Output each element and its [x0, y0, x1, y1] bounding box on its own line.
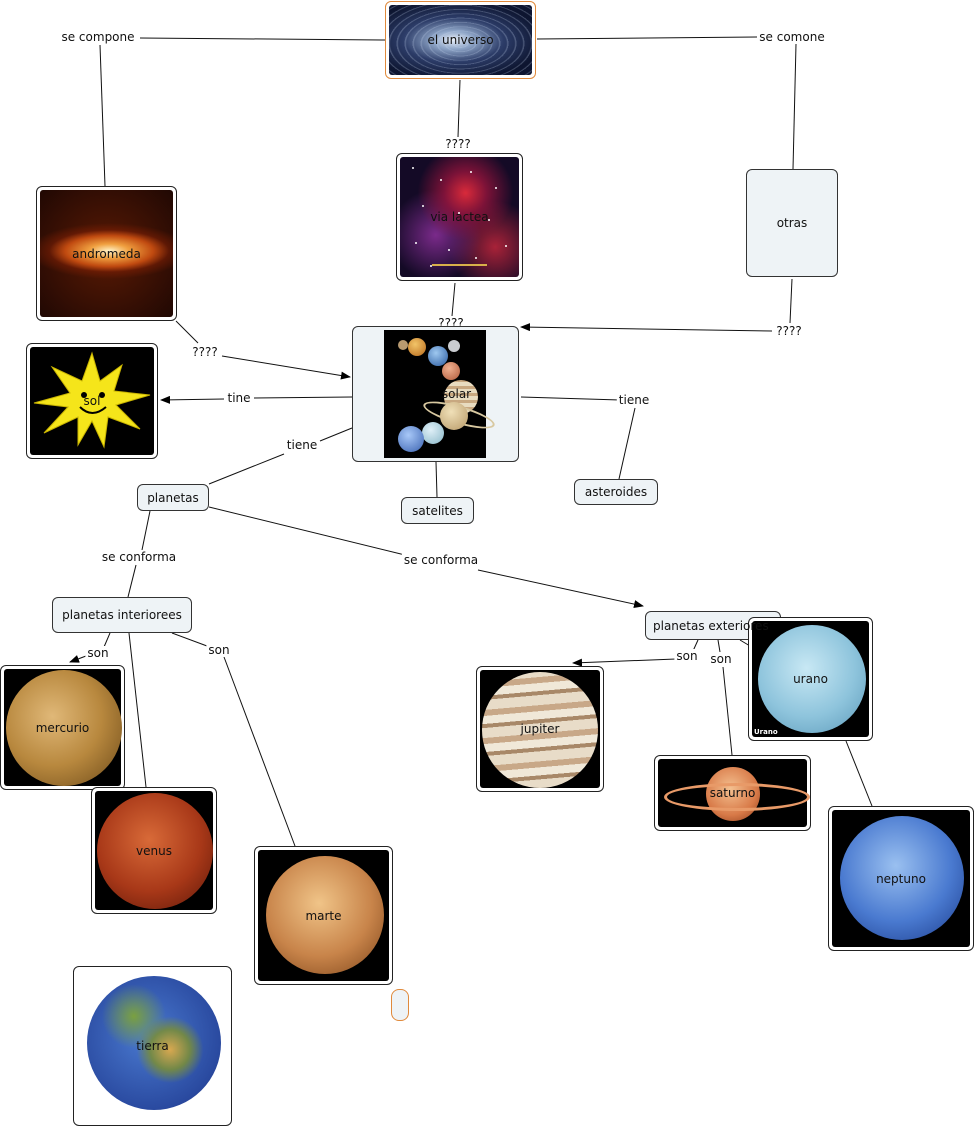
line-interiores-son2 — [172, 633, 207, 646]
line-solar-satelites — [436, 462, 437, 497]
node-label: neptuno — [876, 872, 926, 886]
line-interiores-son — [104, 633, 110, 647]
node-neptuno[interactable]: neptuno — [828, 806, 974, 951]
line-otras-q — [790, 279, 792, 323]
node-label: tierra — [136, 1039, 168, 1053]
node-label: planetas — [147, 491, 199, 505]
node-via-lactea[interactable]: via lactea — [396, 153, 523, 281]
node-label: planetas exteriores — [653, 619, 769, 633]
line-solar-tiene — [320, 428, 352, 441]
node-empty[interactable] — [391, 989, 409, 1021]
link-label-tiene-planetas[interactable]: tiene — [285, 438, 319, 452]
link-label-son-marte[interactable]: son — [206, 643, 231, 657]
link-label-son-saturno[interactable]: son — [708, 652, 733, 666]
node-saturno[interactable]: saturno — [654, 755, 811, 831]
node-planetas-interiores[interactable]: planetas interiorees — [52, 597, 192, 633]
node-label: urano — [793, 672, 828, 686]
line-exteriores-son2 — [718, 640, 720, 652]
line-solar-tine — [254, 397, 352, 398]
link-label-q-otras[interactable]: ???? — [774, 324, 803, 338]
arrow-conf2-exteriores — [478, 570, 643, 606]
arrow-son-mercurio — [70, 656, 86, 662]
node-urano[interactable]: Urano urano — [748, 617, 873, 741]
line-planetas-conf2 — [209, 507, 405, 555]
line-andromeda-q — [176, 321, 198, 343]
node-label: saturno — [710, 786, 756, 800]
node-label: jupiter — [521, 722, 560, 736]
node-otras[interactable]: otras — [746, 169, 838, 277]
node-label: planetas interiorees — [62, 608, 182, 622]
node-label: andromeda — [72, 247, 141, 261]
line-universo-comone — [537, 37, 757, 39]
node-tierra[interactable]: tierra — [73, 966, 232, 1126]
arrow-otras-solar — [521, 327, 772, 331]
line-conf1-interiores — [128, 565, 136, 597]
link-label-se-conforma-int[interactable]: se conforma — [100, 550, 178, 564]
arrow-son-jupiter — [573, 659, 676, 663]
scale-bar — [432, 264, 487, 266]
node-jupiter[interactable]: jupiter — [476, 666, 604, 792]
node-label: solar — [442, 387, 471, 401]
line-son2-marte — [224, 657, 295, 846]
line-son2-saturno — [723, 667, 732, 755]
node-sol[interactable]: sol — [26, 343, 158, 459]
link-label-se-compone[interactable]: se compone — [59, 30, 136, 44]
line-interiores-venus — [129, 633, 146, 787]
node-satelites[interactable]: satelites — [401, 497, 474, 524]
link-label-son-mercurio[interactable]: son — [85, 646, 110, 660]
line-tiene2-asteroides — [619, 408, 635, 479]
link-label-se-comone[interactable]: se comone — [757, 30, 826, 44]
uranus-caption: Urano — [754, 728, 778, 736]
line-universo-compone — [140, 38, 385, 40]
node-mercurio[interactable]: mercurio — [0, 665, 125, 790]
node-asteroides[interactable]: asteroides — [574, 479, 658, 505]
link-label-son-jupiter[interactable]: son — [674, 649, 699, 663]
node-label: marte — [305, 909, 341, 923]
node-marte[interactable]: marte — [254, 846, 393, 985]
node-label: asteroides — [585, 485, 647, 499]
node-label: venus — [136, 844, 172, 858]
line-compone-andromeda — [100, 45, 105, 186]
node-label: otras — [777, 216, 808, 230]
node-label: sol — [84, 394, 101, 408]
node-label: mercurio — [36, 721, 90, 735]
link-label-q-universo[interactable]: ???? — [443, 137, 472, 151]
line-universo-q — [458, 80, 460, 137]
line-lactea-q — [452, 283, 455, 316]
line-planetas-conf1 — [142, 511, 150, 550]
node-universo[interactable]: el universo — [385, 1, 536, 79]
node-venus[interactable]: venus — [91, 787, 217, 914]
node-planetas[interactable]: planetas — [137, 484, 209, 511]
node-label: satelites — [412, 504, 463, 518]
node-solar[interactable]: solar — [352, 326, 519, 462]
node-andromeda[interactable]: andromeda — [36, 186, 177, 321]
link-label-tine[interactable]: tine — [225, 391, 252, 405]
link-label-se-conforma-ext[interactable]: se conforma — [402, 553, 480, 567]
arrow-tine-sol — [161, 399, 224, 400]
line-comone-otras — [793, 44, 796, 169]
line-tiene-planetas — [209, 454, 284, 484]
link-label-tiene-asteroides[interactable]: tiene — [617, 393, 651, 407]
line-urano-neptuno — [846, 741, 872, 806]
node-label: el universo — [427, 33, 493, 47]
line-solar-tiene2 — [521, 397, 620, 400]
node-label: via lactea — [430, 210, 488, 224]
arrow-andromeda-solar — [222, 356, 350, 377]
link-label-q-andromeda[interactable]: ???? — [190, 345, 219, 359]
